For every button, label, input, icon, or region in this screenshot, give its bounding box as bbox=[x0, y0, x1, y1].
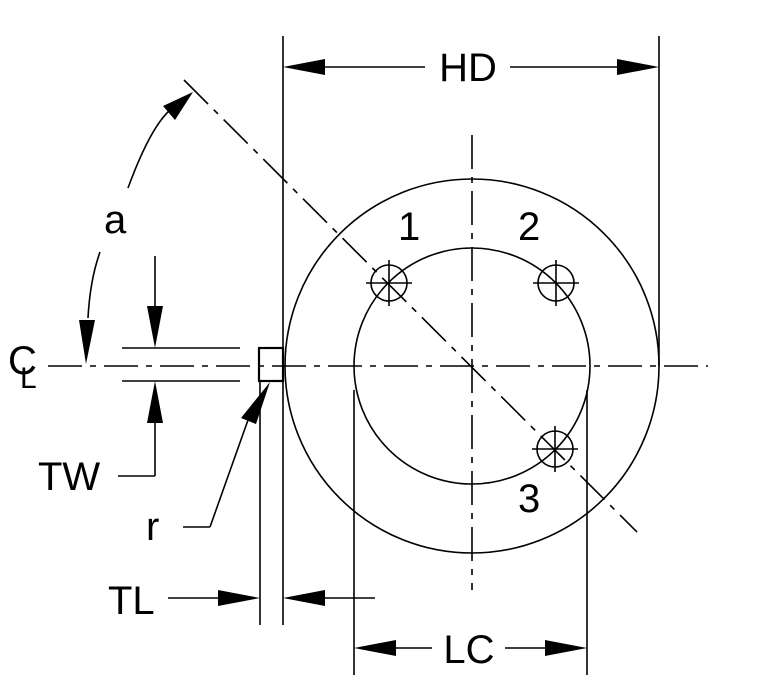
r-leader-diagonal bbox=[209, 419, 249, 528]
bolt-hole-1 bbox=[366, 260, 412, 306]
hole-number-3: 3 bbox=[518, 477, 540, 521]
hd-label: HD bbox=[439, 46, 497, 90]
hole-number-2: 2 bbox=[518, 205, 540, 249]
hd-arrow-left bbox=[283, 59, 325, 75]
centerline-symbol: C L bbox=[8, 339, 37, 395]
tw-label: TW bbox=[38, 455, 100, 499]
hd-arrow-right bbox=[617, 59, 659, 75]
lc-arrow-right bbox=[545, 640, 587, 656]
tl-arrow-right bbox=[283, 590, 325, 606]
hole-number-1: 1 bbox=[398, 205, 420, 249]
angle-a-arrow-lower bbox=[79, 320, 95, 364]
r-arrow bbox=[241, 382, 270, 424]
tw-arrow-top bbox=[147, 306, 163, 348]
bolt-hole-2 bbox=[533, 260, 579, 306]
tl-arrow-left bbox=[218, 590, 260, 606]
bolt-hole-3 bbox=[532, 426, 578, 472]
centerline-symbol-l: L bbox=[20, 362, 37, 395]
lc-arrow-left bbox=[354, 640, 396, 656]
r-label: r bbox=[146, 505, 159, 549]
tw-arrow-bottom bbox=[147, 381, 163, 423]
tl-label: TL bbox=[108, 579, 155, 623]
centerline-symbol-c: C bbox=[8, 339, 37, 383]
tab-rectangle bbox=[257, 346, 285, 383]
angle-reference-line bbox=[183, 79, 638, 533]
angle-a-arrow-upper bbox=[163, 92, 193, 120]
angle-a-arc-upper bbox=[127, 109, 171, 189]
angle-a-arc-lower bbox=[87, 251, 101, 319]
lc-label: LC bbox=[443, 628, 494, 672]
angle-a-label: a bbox=[104, 198, 127, 242]
